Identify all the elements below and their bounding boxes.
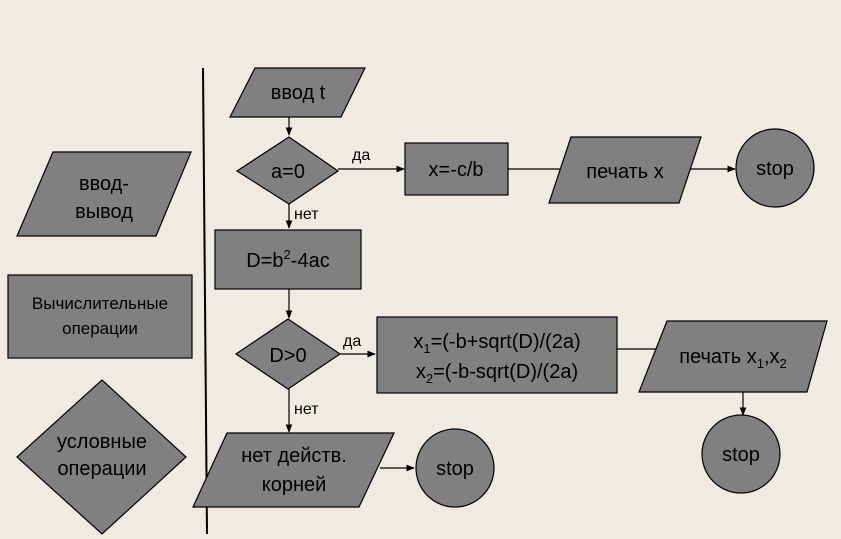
legend-io-shape: ввод- вывод (16, 151, 192, 237)
calc-x-label: x=-c/b (428, 159, 483, 181)
print-roots-label: печать x1,x2 (679, 346, 787, 371)
legend-cond-label-1: условные (57, 431, 147, 453)
print-x-node: печать x (548, 136, 702, 204)
roots-formula-2: x2=(-b-sqrt(D)/(2a) (416, 361, 578, 386)
stop2-node: stop (701, 414, 781, 494)
input-label: ввод t (271, 82, 326, 104)
legend-calc-shape: Вычислительные операции (7, 274, 193, 359)
divider-line (202, 67, 208, 535)
no-roots-label-1: нет действ. (241, 445, 347, 467)
stop1-node: stop (735, 128, 815, 208)
roots-formula-1: x1=(-b+sqrt(D)/(2a) (413, 331, 580, 356)
cond2-no-label: нет (294, 401, 319, 418)
cond2-node: D>0 (234, 318, 342, 390)
cond1-yes-label: да (352, 147, 370, 164)
no-roots-node: нет действ. корней (192, 432, 395, 508)
calc-d-label: D=b2-4ac (246, 247, 329, 272)
cond1-node: a=0 (235, 136, 340, 205)
calc-x-node: x=-c/b (404, 142, 509, 196)
legend-cond-label-2: операции (57, 458, 146, 480)
stop2-label: stop (722, 444, 760, 466)
legend-io-label-1: ввод- (79, 173, 129, 195)
stop1-label: stop (756, 158, 794, 180)
stop3-node: stop (415, 428, 495, 508)
legend-cond-shape: условные операции (16, 379, 187, 535)
legend-calc-label-1: Вычислительные (32, 294, 168, 313)
calc-d-node: D=b2-4ac (214, 229, 362, 290)
cond1-label: a=0 (271, 161, 305, 183)
stop3-label: stop (436, 458, 474, 480)
cond2-yes-label: да (343, 333, 361, 350)
legend-io-label-2: вывод (75, 201, 133, 223)
input-node: ввод t (229, 67, 366, 118)
roots-node: x1=(-b+sqrt(D)/(2a) x2=(-b-sqrt(D)/(2a) (376, 316, 618, 394)
cond1-no-label: нет (294, 206, 319, 223)
cond2-label: D>0 (269, 345, 306, 367)
print-roots-node: печать x1,x2 (638, 320, 828, 393)
no-roots-label-2: корней (262, 474, 327, 496)
legend-calc-label-2: операции (62, 319, 138, 338)
print-x-label: печать x (586, 161, 664, 183)
